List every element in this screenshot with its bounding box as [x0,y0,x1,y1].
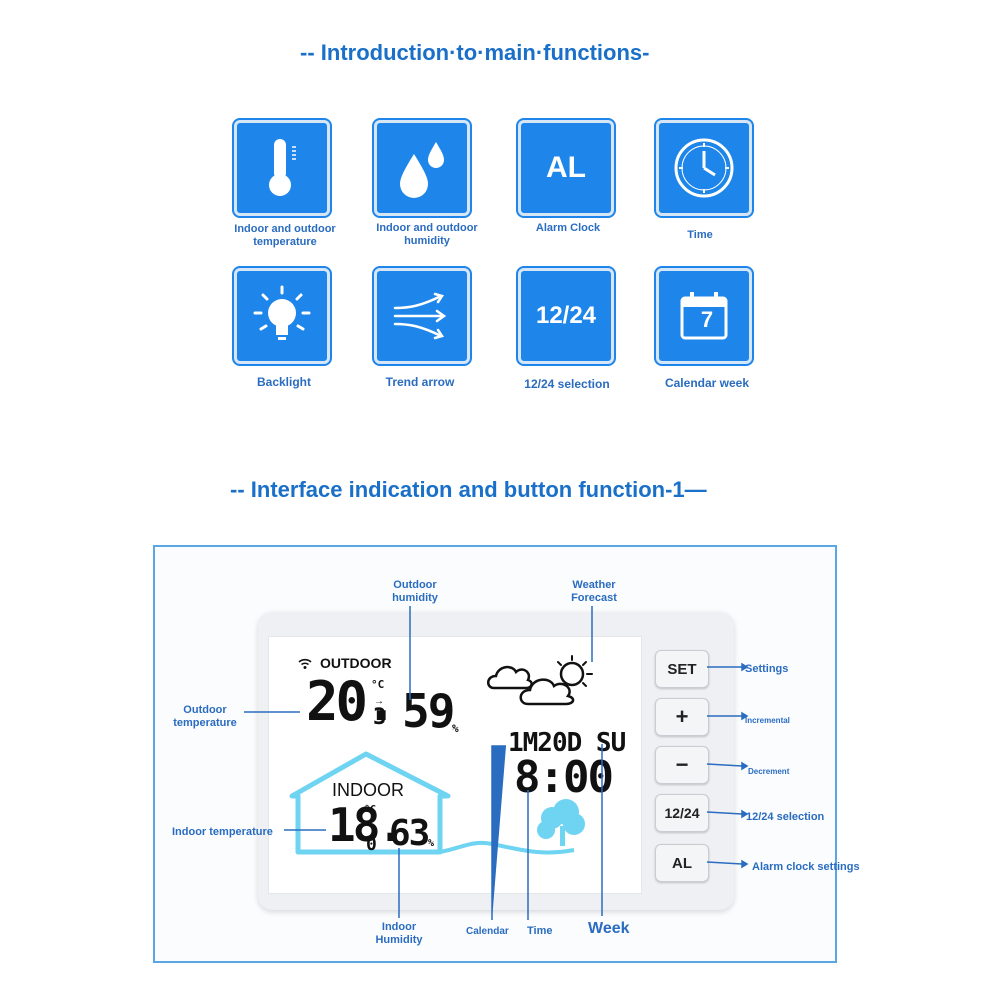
outdoor-trend-arrow-icon: → [374,696,384,707]
feature-tile-alarm: AL [518,120,614,216]
callout-indoor-humidity: Indoor Humidity [375,921,423,946]
feature-caption-temperature: Indoor and outdoor temperature [234,223,336,248]
callout-time: Time [527,925,553,937]
calendar-day-number: 7 [700,307,714,332]
indoor-hum-unit: % [428,838,435,849]
feature-caption-backlight: Backlight [256,375,311,389]
calendar-icon [680,292,728,340]
feature-caption-alarm: Alarm Clock [535,222,601,234]
tree-icon [537,799,585,846]
feature-caption-time: Time [687,229,713,241]
calendar-date-display: 1M20D SU [508,728,626,758]
increment-button[interactable]: + [655,698,709,736]
indoor-temperature-decimal: 0 [366,834,377,855]
wireless-signal-icon [298,658,312,669]
outdoor-temperature-value: 20. [306,670,398,733]
feature-caption-calendar: Calendar week [664,376,750,390]
feature-caption-12-24: 12/24 selection [524,377,610,391]
feature-tile-temperature [234,120,330,216]
decrement-button[interactable]: − [655,746,709,784]
indoor-label: INDOOR [332,780,404,800]
outdoor-humidity-value: 59 [402,684,455,738]
alarm-text-icon: AL [546,151,586,184]
outdoor-label: OUTDOOR [320,655,392,671]
label-decrement: Decrement [748,767,790,776]
time-display: 8:00 [514,752,614,803]
callout-calendar: Calendar [466,926,509,937]
label-settings: Settings [745,663,789,675]
section-title-main-functions: -- Introduction·to·main·functions- [300,40,650,65]
label-incremental: Incremental [745,716,790,725]
outdoor-hum-unit: % [452,722,459,735]
alarm-button[interactable]: AL [655,844,709,882]
12-24-button[interactable]: 12/24 [655,794,709,832]
label-alarm-clock-settings: Alarm clock settings [752,861,860,873]
feature-tile-trend [374,268,470,364]
feature-tile-backlight [234,268,330,364]
feature-caption-humidity: Indoor and outdoor humidity [376,222,478,247]
outdoor-temperature-decimal: 3 [373,705,387,730]
set-button[interactable]: SET [655,650,709,688]
feature-tile-humidity [374,120,470,216]
indoor-humidity-value: 63 [389,813,430,854]
clock-icon [674,138,734,198]
callout-indoor-temperature: Indoor temperature [172,826,273,838]
section-title-interface: -- Interface indication and button funct… [230,477,707,502]
12-24-text-icon: 12/24 [535,302,597,329]
droplets-icon [400,142,444,198]
callout-weather-forecast: Weather Forecast [571,579,617,604]
callout-outdoor-humidity: Outdoor humidity [392,579,438,604]
indoor-temperature-value: 18. [328,798,405,852]
trend-arrows-icon [393,292,447,340]
feature-tile-12-24: 12/24 [518,268,614,364]
light-bulb-icon [253,285,311,340]
indoor-temp-unit: °C [364,804,377,815]
feature-caption-trend: Trend arrow [385,375,455,389]
feature-tile-time [656,120,752,216]
weather-forecast-icon [487,655,593,706]
outdoor-temp-unit: °C [371,678,385,691]
feature-tile-calendar: 7 [656,268,752,364]
label-12-24-selection: 12/24 selection [746,811,825,823]
thermometer-icon [269,139,296,196]
callout-outdoor-temperature: Outdoor temperature [173,704,237,729]
callout-week: Week [588,920,630,937]
